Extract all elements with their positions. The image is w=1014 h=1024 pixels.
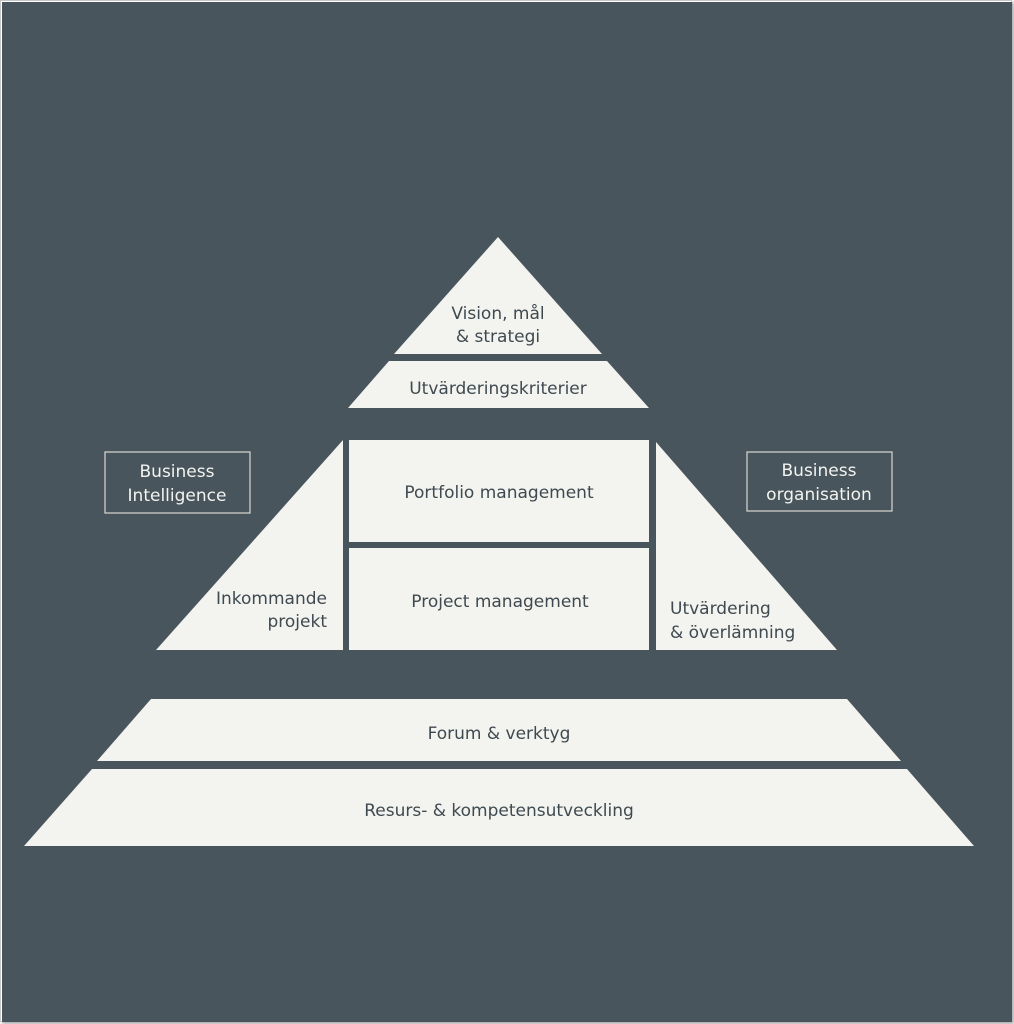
layer-incoming-shape	[156, 440, 343, 650]
layer-evaluation-label-line2: & överlämning	[670, 623, 795, 643]
layer-portfolio-shape	[349, 440, 649, 542]
layer-evaluation-shape	[656, 442, 837, 650]
layer-vision-shape	[394, 237, 602, 354]
business-intelligence-label-line1: Business	[140, 462, 215, 482]
layer-criteria-shape	[348, 361, 649, 408]
layer-criteria-label: Utvärderingskriterier	[409, 379, 587, 399]
layer-vision-label-line2: & strategi	[456, 327, 540, 347]
layer-incoming-label-line2: projekt	[268, 612, 328, 632]
layer-vision-label-line1: Vision, mål	[451, 303, 544, 324]
layer-project-label: Project management	[411, 592, 589, 612]
business-organisation-box	[746, 451, 893, 512]
layer-resource-label: Resurs- & kompetensutveckling	[364, 801, 634, 821]
layer-resource-shape	[24, 769, 974, 846]
layer-forum-label: Forum & verktyg	[428, 724, 571, 744]
layer-project-shape	[349, 548, 649, 650]
business-intelligence-box	[104, 451, 251, 514]
layer-forum-shape	[97, 699, 901, 761]
layer-evaluation-label-line1: Utvärdering	[670, 599, 771, 619]
business-intelligence-label-line2: Intelligence	[128, 486, 227, 506]
business-organisation-label-line1: Business	[782, 461, 857, 481]
business-organisation-label-line2: organisation	[766, 485, 872, 505]
layer-incoming-label-line1: Inkommande	[216, 589, 327, 609]
layer-portfolio-label: Portfolio management	[404, 483, 594, 503]
